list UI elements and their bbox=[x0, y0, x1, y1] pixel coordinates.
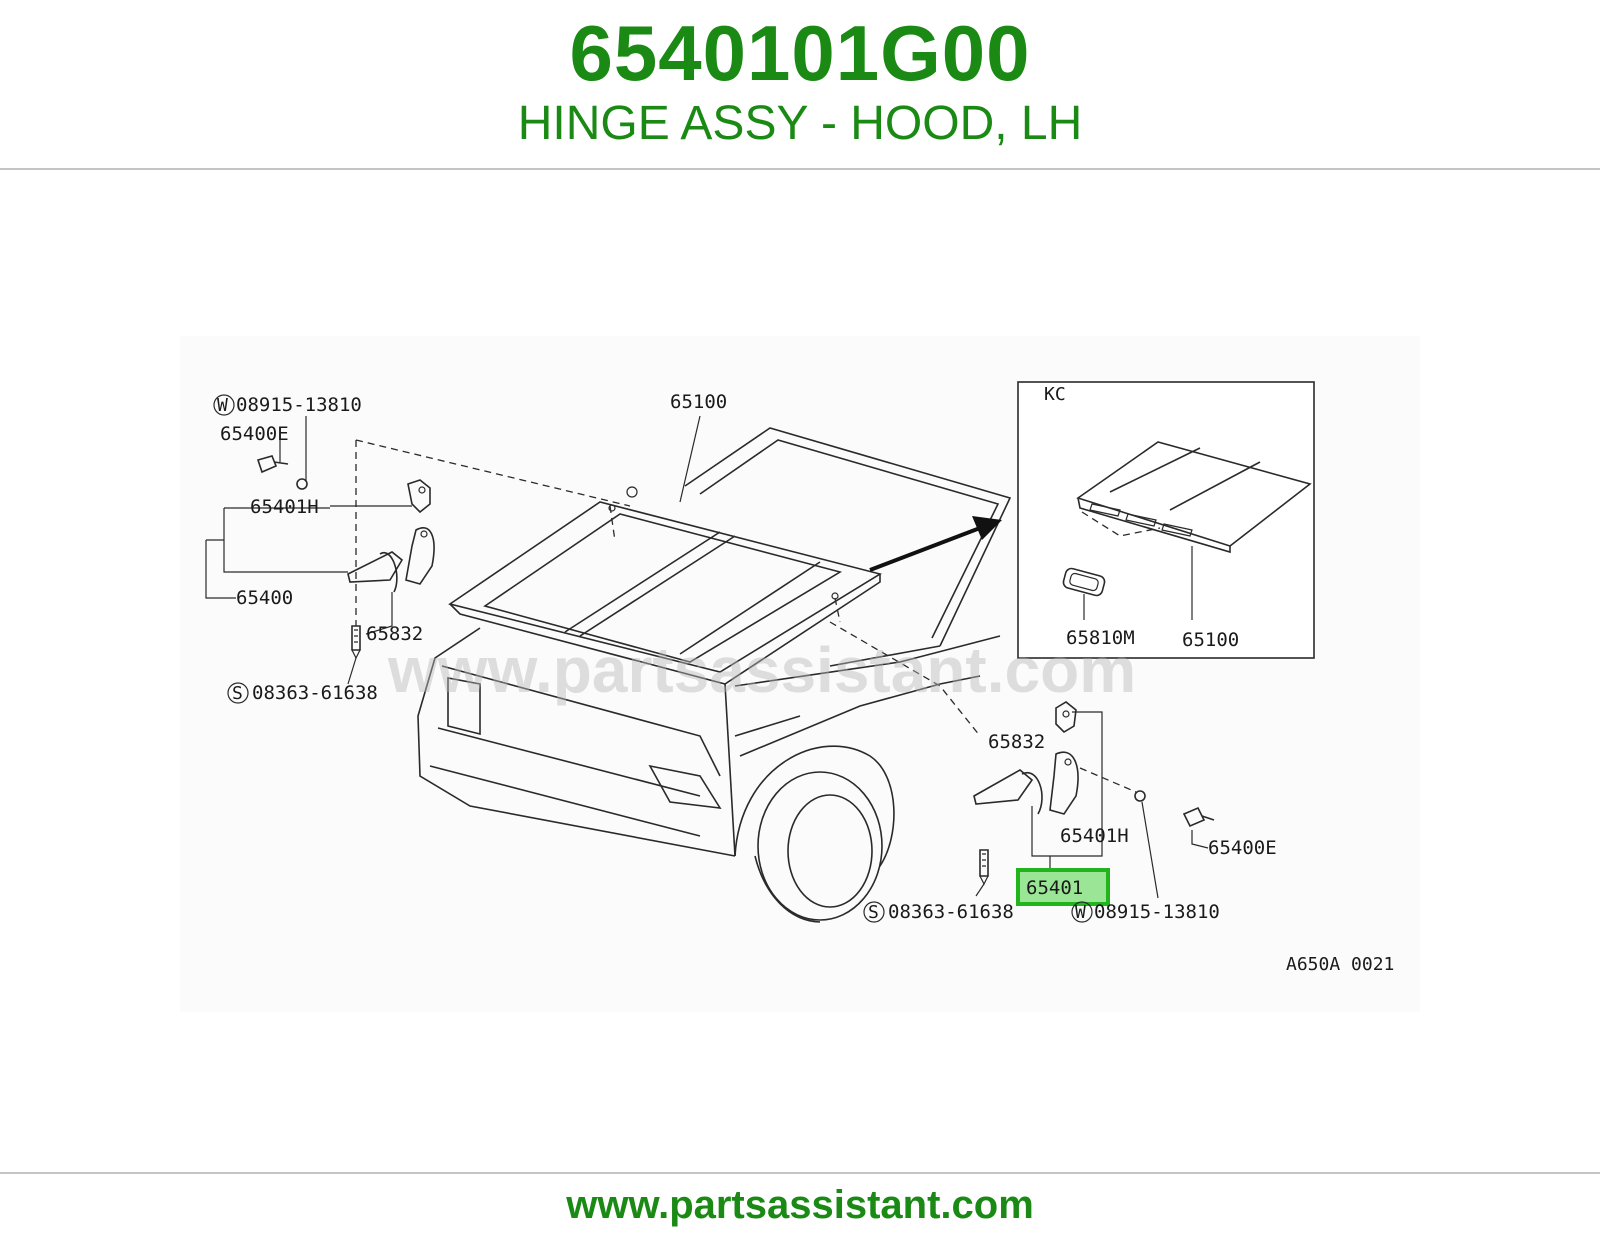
washer-symbol-left-letter: W bbox=[217, 395, 228, 416]
page-header: 6540101G00 HINGE ASSY - HOOD, LH bbox=[0, 0, 1600, 168]
footer-divider bbox=[0, 1172, 1600, 1174]
callout-left-washer: 08915-13810 bbox=[236, 394, 362, 416]
right-hinge-drawing bbox=[973, 701, 1215, 899]
callout-right-hinge-assy: 65401 bbox=[1026, 877, 1083, 899]
washer-symbol-right-letter: W bbox=[1075, 902, 1086, 923]
screw-symbol-left-letter: S bbox=[232, 683, 243, 704]
callout-right-screw: 08363-61638 bbox=[888, 901, 1014, 923]
washer-symbol-right bbox=[1071, 901, 1093, 923]
part-description: HINGE ASSY - HOOD, LH bbox=[517, 97, 1083, 150]
header-divider bbox=[0, 168, 1600, 170]
car-body-drawing bbox=[355, 427, 1012, 923]
callout-left-hinge-assy: 65400 bbox=[236, 587, 293, 609]
figure-code: A650A 0021 bbox=[1286, 954, 1394, 975]
part-number-title: 6540101G00 bbox=[569, 9, 1031, 97]
footer-site-link[interactable]: www.partsassistant.com bbox=[566, 1183, 1034, 1227]
callout-right-washer: 08915-13810 bbox=[1094, 901, 1220, 923]
left-hinge-drawing bbox=[205, 416, 435, 685]
inset-label: KC bbox=[1044, 384, 1066, 405]
inset-callout-grille: 65810M bbox=[1066, 627, 1135, 649]
inset-pointer-arrow bbox=[869, 526, 981, 572]
callout-left-bolt: 65400E bbox=[220, 423, 289, 445]
callout-right-hinge-h: 65401H bbox=[1060, 825, 1129, 847]
screw-symbol-right bbox=[863, 901, 885, 923]
highlight-box bbox=[1016, 868, 1110, 906]
callout-hood-leader bbox=[679, 415, 701, 503]
kc-inset bbox=[1017, 381, 1315, 659]
highlight-fill bbox=[1018, 870, 1108, 904]
parts-diagram-svg: 65100 W 08915-13810 65400E 65401H 65400 … bbox=[205, 381, 1394, 975]
screw-symbol-left bbox=[227, 682, 249, 704]
callout-hood: 65100 bbox=[670, 391, 727, 413]
inset-pointer-arrowhead bbox=[972, 516, 1002, 540]
callout-right-bumper: 65832 bbox=[988, 731, 1045, 753]
washer-symbol-left bbox=[213, 394, 235, 416]
screw-symbol-right-letter: S bbox=[868, 902, 879, 923]
watermark: www.partsassistant.com bbox=[387, 634, 1136, 706]
callout-left-screw: 08363-61638 bbox=[252, 682, 378, 704]
callout-left-hinge-h: 65401H bbox=[250, 496, 319, 518]
parts-diagram: 65100 W 08915-13810 65400E 65401H 65400 … bbox=[180, 336, 1420, 1012]
callout-right-bolt: 65400E bbox=[1208, 837, 1277, 859]
callout-left-bumper: 65832 bbox=[366, 623, 423, 645]
inset-callout-hood: 65100 bbox=[1182, 629, 1239, 651]
